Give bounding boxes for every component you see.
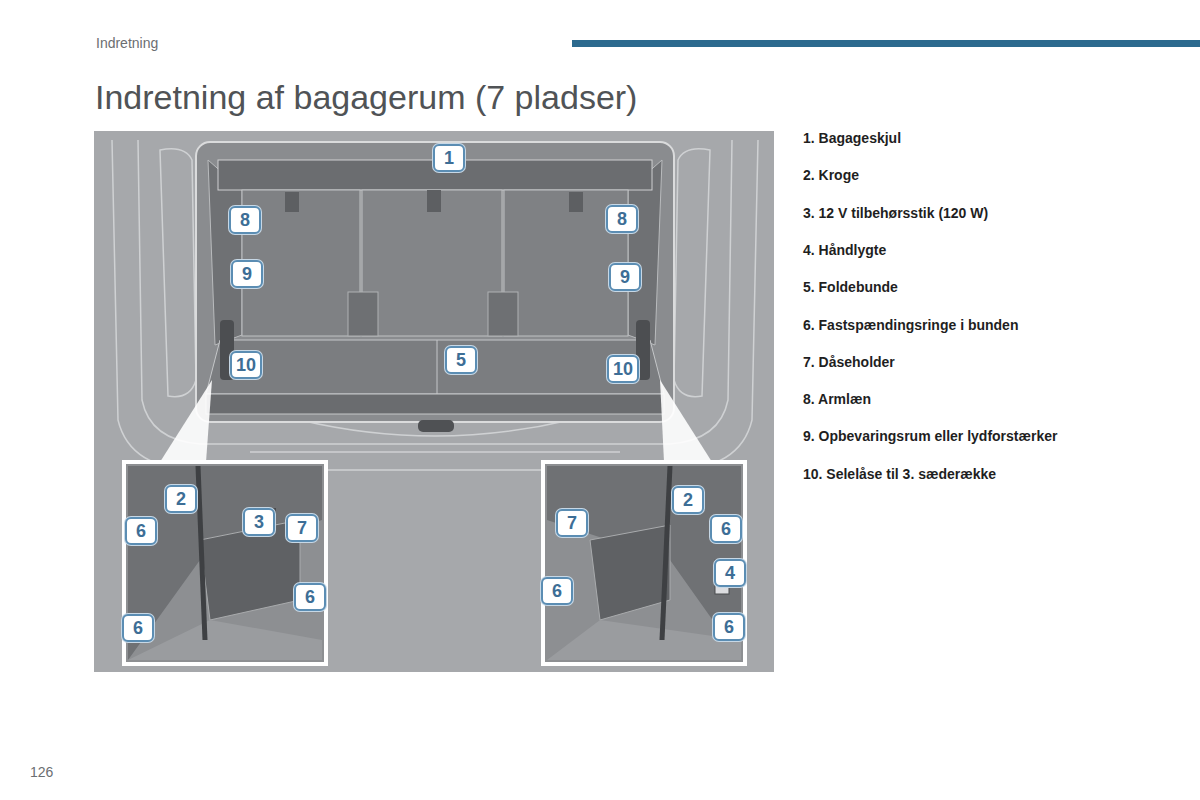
callout-number: 9 [609, 263, 641, 291]
callout-number: 4 [714, 559, 746, 587]
legend-item: 6. Fastspændingsringe i bunden [803, 317, 1018, 333]
callout-number: 2 [165, 485, 197, 513]
legend-item: 8. Armlæn [803, 391, 871, 407]
page-number: 126 [30, 764, 53, 780]
callout-number: 7 [556, 509, 588, 537]
legend-item: 1. Bagageskjul [803, 130, 901, 146]
car-body [112, 140, 758, 470]
inset-left [124, 462, 326, 664]
page-title: Indretning af bagagerum (7 pladser) [95, 78, 637, 117]
callout-number: 7 [286, 514, 318, 542]
leader-wedges [160, 380, 712, 462]
callout-number: 10 [230, 351, 262, 379]
callout-number: 6 [125, 517, 157, 545]
callout-number: 6 [122, 614, 154, 642]
trunk-interior [196, 142, 674, 432]
callout-number: 8 [606, 205, 638, 233]
callout-number: 1 [433, 144, 465, 172]
legend-item: 5. Foldebunde [803, 279, 898, 295]
callout-number: 9 [231, 260, 263, 288]
callout-number: 10 [607, 355, 639, 383]
header-bar [572, 40, 1200, 47]
callout-number: 8 [229, 206, 261, 234]
legend-item: 3. 12 V tilbehørsstik (120 W) [803, 205, 988, 221]
callout-number: 5 [445, 346, 477, 374]
legend-item: 10. Selelåse til 3. sæderække [803, 466, 996, 482]
callout-number: 2 [672, 486, 704, 514]
illustration-panel [94, 131, 774, 672]
callout-number: 6 [713, 613, 745, 641]
legend-item: 4. Håndlygte [803, 242, 886, 258]
callout-number: 3 [243, 508, 275, 536]
callout-number: 6 [541, 577, 573, 605]
callout-number: 6 [710, 515, 742, 543]
legend-item: 7. Dåseholder [803, 354, 895, 370]
legend-item: 2. Kroge [803, 167, 859, 183]
inset-right [543, 462, 745, 664]
legend-item: 9. Opbevaringsrum eller lydforstærker [803, 428, 1057, 444]
header-label: Indretning [96, 35, 158, 51]
callout-number: 6 [294, 583, 326, 611]
